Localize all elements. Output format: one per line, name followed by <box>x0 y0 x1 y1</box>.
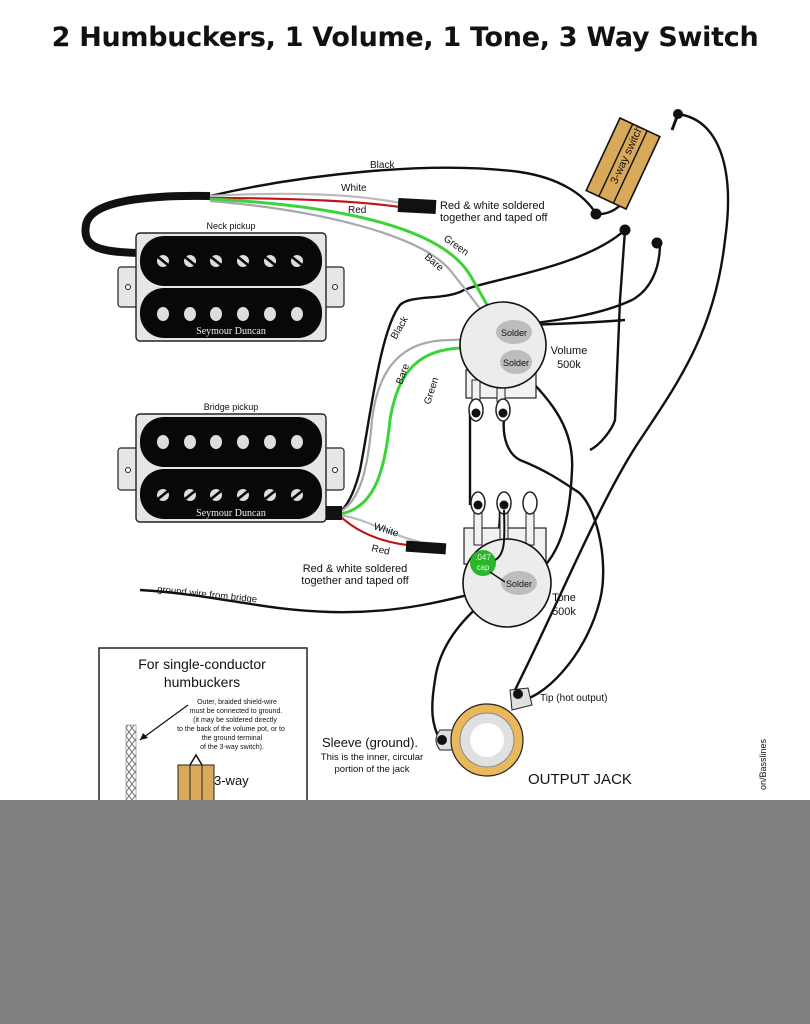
neck-note-line2: together and taped off <box>440 212 548 224</box>
inset-note-1: must be connected to ground. <box>190 708 283 715</box>
diagram-title: 2 Humbuckers, 1 Volume, 1 Tone, 3 Way Sw… <box>51 22 759 53</box>
neck-pickup-label: Neck pickup <box>206 221 255 231</box>
bridge-pole-slugs <box>157 435 303 449</box>
bridge-pickup[interactable]: Seymour Duncan <box>117 413 345 523</box>
bridge-green-wire <box>339 343 506 516</box>
neck-black-wire <box>209 166 598 215</box>
volume-name: Volume <box>551 345 588 357</box>
switch-terminals <box>590 109 683 249</box>
output-jack[interactable] <box>435 687 533 777</box>
tone-capacitor <box>470 550 496 576</box>
neck-brand: Seymour Duncan <box>196 326 266 337</box>
neck-white-wire <box>209 192 401 205</box>
neck-red-label: Red <box>348 205 366 216</box>
tone-solder: Solder <box>506 579 532 589</box>
volume-value: 500k <box>557 359 581 371</box>
credit: on/Basslines <box>758 738 768 790</box>
volume-lug2-wire <box>502 409 605 702</box>
single-conductor-inset: For single-conductor humbuckers Outer, b… <box>98 647 308 814</box>
gray-overlay <box>0 800 810 1024</box>
neck-pole-slugs <box>157 307 303 321</box>
braided-shield-wire <box>125 724 137 806</box>
neck-bare-wire <box>209 199 496 331</box>
volume-pot[interactable]: Solder Solder <box>459 301 547 422</box>
switch-lug1-wire <box>589 229 627 452</box>
neck-bare-label: Bare <box>422 252 446 274</box>
inset-note-4: the ground terminal <box>202 735 263 742</box>
bridge-white-wire <box>339 513 421 544</box>
neck-note-line1: Red & white soldered <box>440 200 545 212</box>
cap-value: .047 <box>475 553 491 562</box>
cap-label: cap <box>477 563 490 572</box>
bridge-tape <box>405 540 447 555</box>
neck-pickup[interactable]: Seymour Duncan <box>117 232 345 342</box>
tone-name: Tone <box>552 592 576 604</box>
inset-note-3: to the back of the volume pot, or to <box>177 726 285 733</box>
volume-to-tone-wire <box>509 359 574 580</box>
inset-title-line1: For single-conductor <box>138 656 266 672</box>
bridge-red-label: Red <box>370 543 390 558</box>
jack-title: OUTPUT JACK <box>528 771 632 788</box>
switch-lug2-wire <box>519 242 662 327</box>
switch-output-wire <box>513 112 730 691</box>
neck-green-label: Green <box>441 233 470 258</box>
ground-wire-label: ground wire from bridge <box>157 584 258 605</box>
neck-tape <box>397 198 437 214</box>
inset-title-line2: humbuckers <box>164 674 240 690</box>
tone-pot[interactable]: Solder .047 cap <box>462 491 552 628</box>
bridge-bare-wire <box>339 336 501 513</box>
bridge-pickup-label: Bridge pickup <box>204 402 259 412</box>
neck-red-wire <box>209 196 401 209</box>
bridge-note-line2: together and taped off <box>301 575 409 587</box>
bridge-green-label: Green <box>422 376 441 406</box>
volume-solder-1: Solder <box>501 328 527 338</box>
inset-note-0: Outer, braided shield-wire <box>197 699 277 706</box>
inset-note-2: (it may be soldered directly <box>193 717 277 724</box>
jack-tip-label: Tip (hot output) <box>540 693 607 704</box>
bridge-note-line1: Red & white soldered <box>303 563 408 575</box>
bridge-ground-wire <box>139 583 506 614</box>
bridge-bare-label: Bare <box>394 362 412 386</box>
neck-green-wire <box>209 197 502 331</box>
inset-switch-label: 3-way <box>214 773 249 788</box>
three-way-switch[interactable]: 3-way switch <box>585 113 680 211</box>
neck-white-label: White <box>341 183 367 194</box>
jack-sleeve-line1: This is the inner, circular <box>321 752 423 763</box>
arrow-icon <box>140 733 148 740</box>
volume-solder-2: Solder <box>503 358 529 368</box>
bridge-brand: Seymour Duncan <box>196 508 266 519</box>
inset-note-5: of the 3-way switch). <box>200 744 264 751</box>
jack-sleeve-title: Sleeve (ground). <box>322 735 418 750</box>
neck-cable <box>81 191 211 257</box>
tone-value: 500k <box>552 606 576 618</box>
neck-black-label: Black <box>370 160 395 171</box>
bridge-black-wire <box>339 229 626 513</box>
jack-sleeve-line2: portion of the jack <box>335 764 410 775</box>
